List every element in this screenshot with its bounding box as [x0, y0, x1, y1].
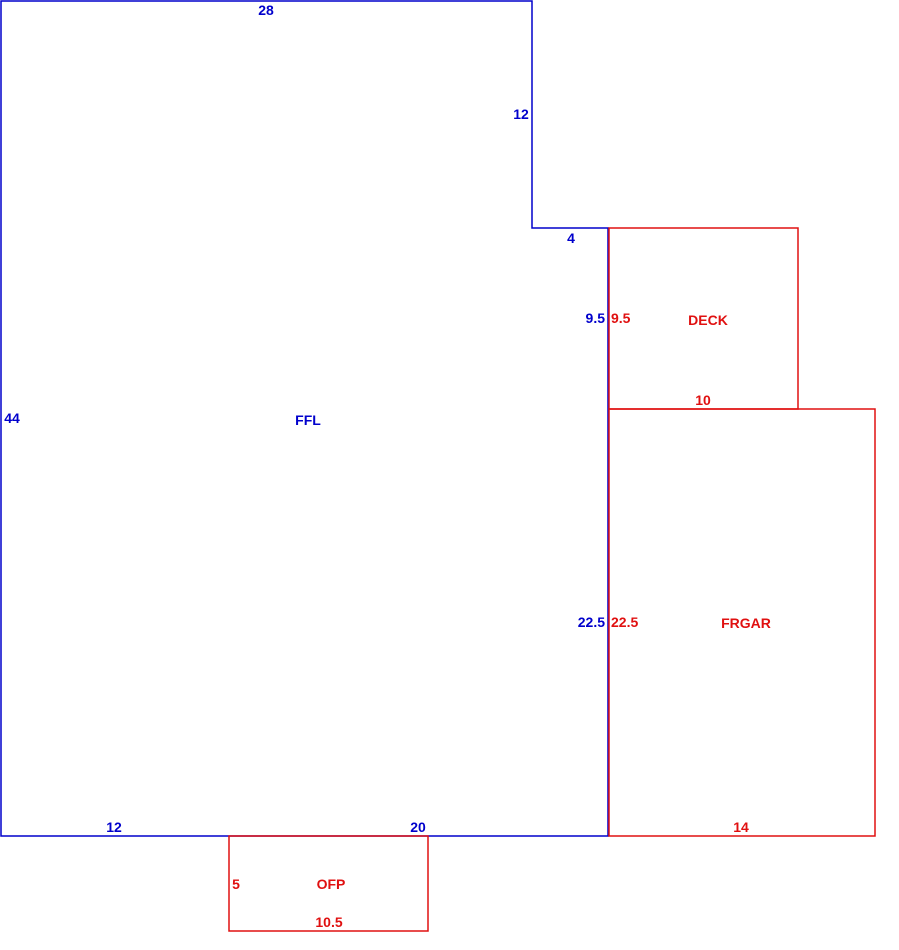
deck-label: DECK — [688, 312, 728, 328]
dim-ffl-bottom-left: 12 — [106, 819, 122, 835]
dim-ffl-bottom-right: 20 — [410, 819, 426, 835]
dim-ffl-left: 44 — [4, 410, 20, 426]
dim-ffl-step-height: 12 — [513, 106, 529, 122]
dim-ffl-step-width: 4 — [567, 230, 575, 246]
frgar-label: FRGAR — [721, 615, 771, 631]
frgar-outline — [608, 408, 876, 837]
dim-frgar-bottom: 14 — [733, 819, 749, 835]
ffl-outline — [0, 0, 609, 837]
dim-ffl-top: 28 — [258, 2, 274, 18]
dim-ffl-right-lower: 22.5 — [578, 614, 605, 630]
dim-deck-left: 9.5 — [611, 310, 631, 326]
ffl-label: FFL — [295, 412, 321, 428]
dim-deck-bottom: 10 — [695, 392, 711, 408]
dim-frgar-left: 22.5 — [611, 614, 638, 630]
ofp-label: OFP — [317, 876, 346, 892]
ofp-outline — [228, 835, 429, 932]
dim-ofp-bottom: 10.5 — [315, 914, 342, 930]
dim-ofp-left: 5 — [232, 876, 240, 892]
dim-ffl-right-upper: 9.5 — [586, 310, 606, 326]
